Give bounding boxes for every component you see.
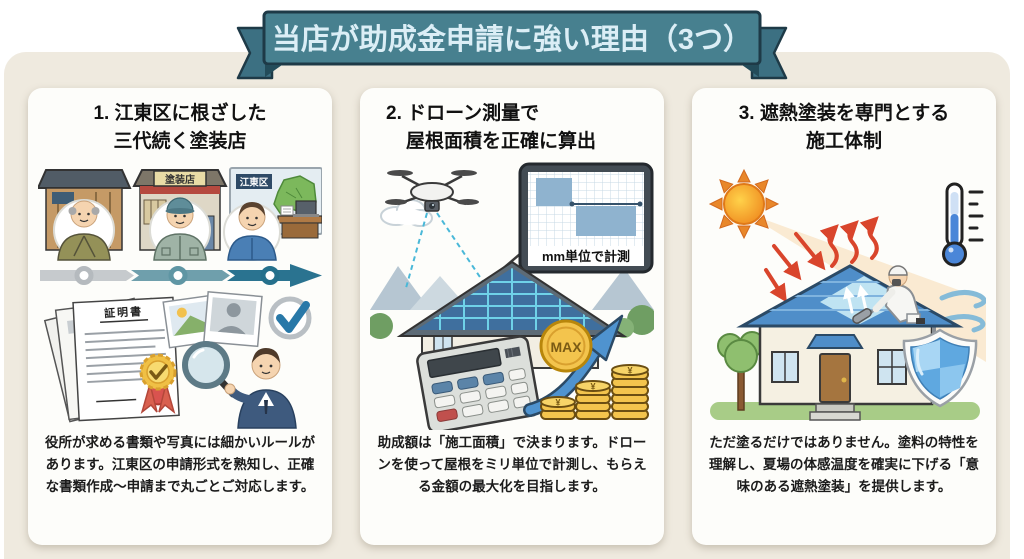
medal-icon xyxy=(139,353,177,415)
card1-illustration: 塗装店 xyxy=(38,167,322,429)
max-coin-label: MAX xyxy=(550,339,582,355)
banner-title: 当店が助成金申請に強い理由（3つ） xyxy=(272,22,752,56)
yen-label: ¥ xyxy=(555,398,560,408)
card-heat-shield: 3. 遮熱塗装を専門とする 施工体制 xyxy=(692,88,996,545)
yen-label: ¥ xyxy=(590,382,595,392)
third-generation-avatar xyxy=(223,202,281,261)
generation-timeline xyxy=(40,264,322,287)
reason-cards: 1. 江東区に根ざした 三代続く塗装店 xyxy=(28,88,996,545)
office-desk-icon xyxy=(277,200,322,239)
card3-title-line2: 施工体制 xyxy=(805,130,882,152)
second-generation-avatar xyxy=(149,197,211,261)
shop-sign-label: 塗装店 xyxy=(165,173,195,186)
card1-title: 1. 江東区に根ざした 三代続く塗装店 xyxy=(38,100,322,158)
step xyxy=(815,403,855,413)
measurement-screen-icon: mm単位で計測 xyxy=(488,162,654,282)
step xyxy=(809,411,861,421)
door xyxy=(819,353,851,403)
card1-title-line1: 1. 江東区に根ざした xyxy=(93,103,267,124)
businessman-avatar xyxy=(224,348,297,429)
card3-title-line1: 3. 遮熱塗装を専門とする xyxy=(738,103,950,124)
card2-description: 助成額は「施工面積」で決まります。ドローンを使って屋根をミリ単位で計測し、もらえ… xyxy=(377,435,647,494)
screen-caption-label: mm単位で計測 xyxy=(542,249,630,264)
photos-icon xyxy=(162,291,263,349)
card-drone-survey: 2. ドローン測量で 屋根面積を正確に算出 xyxy=(360,88,664,545)
card3-description: ただ塗るだけではありません。塗料の特性を理解し、夏場の体感温度を確実に下げる「意… xyxy=(709,435,979,494)
card2-title-line2: 屋根面積を正確に算出 xyxy=(406,130,597,152)
certificate-documents-icon: 証明書 xyxy=(43,296,180,423)
coin-stacks-icon: ¥ ¥ ¥ xyxy=(540,364,649,420)
ribbon-body xyxy=(262,10,762,66)
tree-icon xyxy=(717,331,765,411)
card2-illustration: mm単位で計測 xyxy=(370,162,654,430)
founder-avatar xyxy=(53,199,115,261)
card1-title-line2: 三代続く塗装店 xyxy=(113,130,247,152)
yen-label: ¥ xyxy=(627,366,632,376)
drone-icon xyxy=(385,170,479,212)
card2-title: 2. ドローン測量で 屋根面積を正確に算出 xyxy=(370,100,654,158)
card2-title-line1: 2. ドローン測量で xyxy=(386,103,540,124)
heat-wave-icon xyxy=(819,216,879,268)
porch-roof xyxy=(806,334,864,349)
card3-illustration xyxy=(708,168,986,421)
growth-arrow-icon xyxy=(523,314,624,417)
cloud-icon xyxy=(380,199,433,227)
ribbon-fold-left xyxy=(265,65,282,77)
shield-icon xyxy=(902,328,978,408)
card-local-painter: 1. 江東区に根ざした 三代続く塗装店 xyxy=(28,88,332,545)
card3-title: 3. 遮熱塗装を専門とする 施工体制 xyxy=(702,100,986,158)
title-banner: 当店が助成金申請に強い理由（3つ） xyxy=(232,6,792,90)
wind-icon xyxy=(935,290,986,333)
check-badge-icon xyxy=(268,296,312,340)
ribbon-fold-right xyxy=(742,65,759,77)
map-sign-label: 江東区 xyxy=(240,177,269,189)
scan-beam-lines xyxy=(405,212,491,293)
heat-rays-icon xyxy=(764,232,826,303)
painter-icon xyxy=(852,265,925,324)
card1-description: 役所が求める書類や写真には細かいルールがあります。江東区の申請形式を熟知し、正確… xyxy=(45,435,315,494)
ribbon-banner-icon: 当店が助成金申請に強い理由（3つ） xyxy=(236,10,788,80)
sun-icon xyxy=(708,168,780,240)
bushes-icon xyxy=(370,305,654,339)
calculator-icon xyxy=(416,335,541,430)
max-coin-icon: MAX xyxy=(539,319,593,373)
thermometer-icon xyxy=(942,182,984,267)
document-title-label: 証明書 xyxy=(104,304,144,320)
